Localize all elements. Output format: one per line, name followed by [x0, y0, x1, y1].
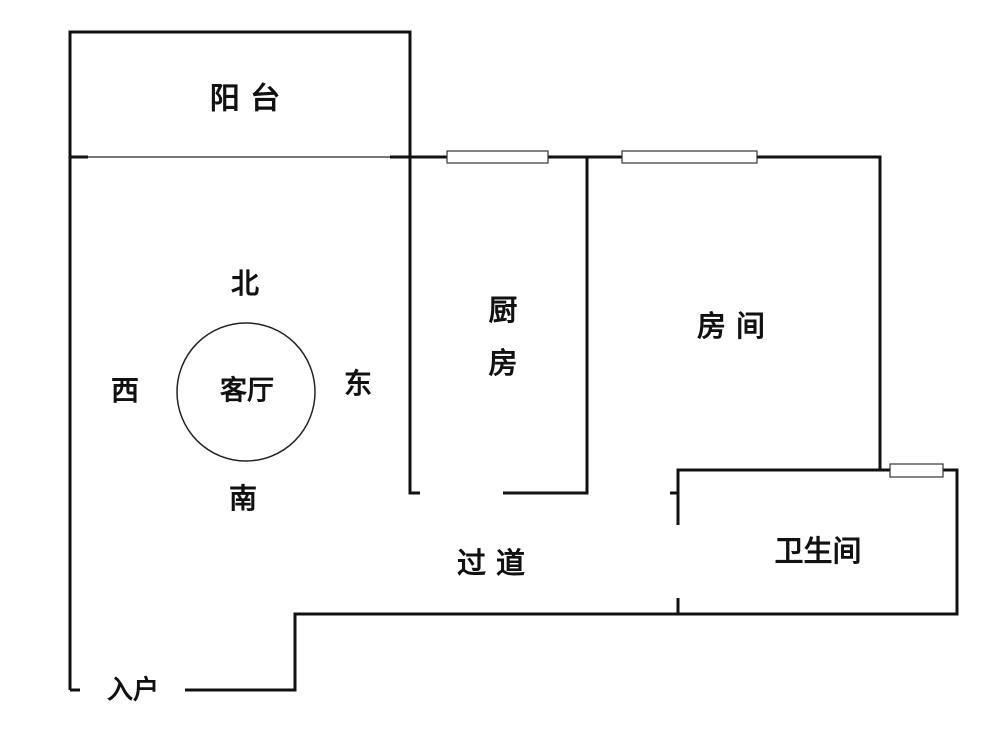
kitchen-right-wall: [503, 157, 589, 495]
bathroom-window: [889, 463, 944, 478]
compass-south: 南: [229, 482, 257, 515]
bedroom-window: [621, 150, 758, 164]
kitchen-window: [446, 150, 549, 164]
north-wall: [390, 155, 882, 470]
balcony-wall: [68, 30, 412, 157]
kitchen-label-2: 房: [488, 346, 517, 380]
bathroom-label: 卫生间: [774, 534, 861, 568]
bedroom-label: 房 间: [697, 309, 765, 343]
corridor-label: 过 道: [457, 546, 525, 580]
walls: [68, 30, 959, 692]
compass-north: 北: [231, 267, 259, 300]
entrance-wall-right: [185, 468, 959, 692]
compass-west: 西: [111, 374, 139, 407]
entrance-label: 入户: [107, 675, 159, 706]
compass-circle: [176, 322, 316, 462]
living-room-label: 客厅: [220, 375, 274, 407]
compass-east: 东: [344, 367, 372, 400]
windows: [446, 150, 944, 478]
balcony-label: 阳 台: [210, 82, 280, 117]
kitchen-label-1: 厨: [488, 293, 517, 327]
kitchen-left-wall: [408, 157, 420, 495]
